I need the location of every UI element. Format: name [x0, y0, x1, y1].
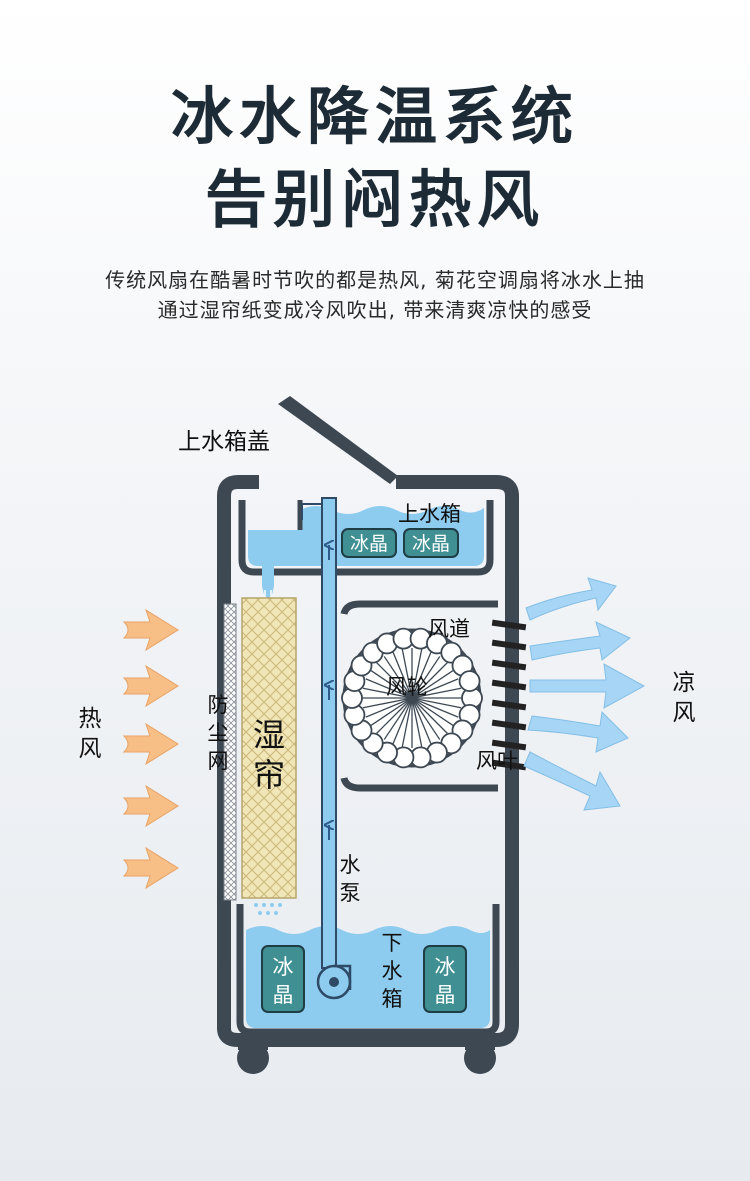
upper-tank-lid [278, 396, 398, 484]
label-upper-tank-lid: 上水箱盖 [178, 429, 270, 455]
label-lower-tank-2: 水 [382, 959, 403, 983]
label-cool-wind-1: 凉 [673, 670, 696, 696]
ice-box-upper-left: 冰晶 [341, 528, 397, 558]
wheel-spoke [365, 697, 413, 718]
wind-wheel [341, 627, 483, 769]
cabinet-frame [217, 475, 519, 1047]
description-line-1: 传统风扇在酷暑时节吹的都是热风, 菊花空调扇将冰水上抽 [105, 268, 645, 292]
svg-text:晶: 晶 [273, 983, 294, 1007]
label-hot-wind-1: 热 [79, 706, 102, 732]
page-title-line-1: 冰水降温系统 [170, 80, 579, 153]
label-lower-tank-1: 下 [382, 931, 403, 955]
curtain-drip [254, 903, 282, 915]
label-air-duct: 风道 [428, 617, 470, 641]
page-title-line-2: 告别闷热风 [204, 163, 545, 236]
label-hot-wind-2: 风 [79, 736, 102, 762]
wheel-blade [458, 670, 481, 692]
wheel-spoke [362, 687, 413, 699]
wet-curtain [241, 597, 297, 899]
wheel-spoke [370, 669, 413, 699]
svg-text:冰: 冰 [435, 955, 456, 979]
label-pump-2: 泵 [340, 881, 361, 905]
pipe-outlet [301, 503, 322, 520]
wheel-hub [407, 693, 417, 703]
wheel-spoke [362, 697, 413, 709]
wheel-spoke [411, 669, 454, 699]
label-upper-tank: 上水箱 [398, 502, 461, 526]
dust-net [223, 603, 237, 901]
wheel-spoke [383, 656, 413, 699]
wheel-spoke [365, 678, 413, 699]
wheel-spoke [411, 697, 441, 740]
label-dust-net-3: 网 [208, 749, 229, 773]
svg-text:冰: 冰 [273, 955, 294, 979]
wheel-spoke [411, 648, 423, 699]
wheel-spoke [411, 697, 462, 709]
wheel-spoke [411, 656, 441, 699]
label-fan-blade: 风叶 [476, 749, 518, 773]
wheel-spoke [411, 697, 432, 745]
wheel-spoke [411, 678, 459, 699]
water-pipe [321, 497, 337, 969]
wheel-spoke [411, 697, 454, 727]
ice-box-lower-right: 冰 晶 [423, 945, 467, 1013]
label-dust-net-1: 防 [208, 693, 229, 717]
wheel-spoke [383, 697, 413, 740]
wheel-spoke [411, 651, 432, 699]
lower-tank-wall [236, 904, 500, 1036]
wheel-spoke [401, 648, 413, 699]
fan-blades [491, 619, 527, 771]
description-line-2: 通过湿帘纸变成冷风吹出, 带来清爽凉快的感受 [157, 298, 593, 322]
wheel-spoke [401, 697, 413, 748]
label-cool-wind-2: 风 [673, 700, 696, 726]
wheel-spoke [411, 662, 448, 699]
ice-box-lower-left: 冰 晶 [261, 945, 305, 1013]
svg-text:冰晶: 冰晶 [412, 533, 450, 555]
wheel-spoke [411, 697, 423, 748]
label-dust-net-2: 尘 [208, 721, 229, 745]
svg-text:冰晶: 冰晶 [350, 533, 388, 555]
wheel-spoke [411, 697, 448, 734]
ice-box-upper-right: 冰晶 [403, 528, 459, 558]
label-pump-1: 水 [340, 853, 361, 877]
label-wet-curtain-1: 湿 [253, 716, 285, 754]
wheel-spoke [392, 697, 413, 745]
wheel-spoke [376, 662, 413, 699]
label-wet-curtain-2: 帘 [253, 756, 285, 794]
wheel-spoke [376, 697, 413, 734]
label-wind-wheel: 风轮 [386, 675, 428, 699]
svg-text:晶: 晶 [435, 983, 456, 1007]
cool-wind-arrows [523, 577, 646, 811]
wheel-spoke [411, 697, 459, 718]
label-lower-tank-3: 箱 [382, 987, 403, 1011]
water-pump [316, 964, 352, 1000]
air-duct [340, 600, 498, 792]
upper-tank-wall [238, 500, 494, 576]
wheel-spoke [392, 651, 413, 699]
wheel-spoke [411, 687, 462, 699]
hot-wind-arrows [122, 608, 179, 890]
wheel-spoke [370, 697, 413, 727]
